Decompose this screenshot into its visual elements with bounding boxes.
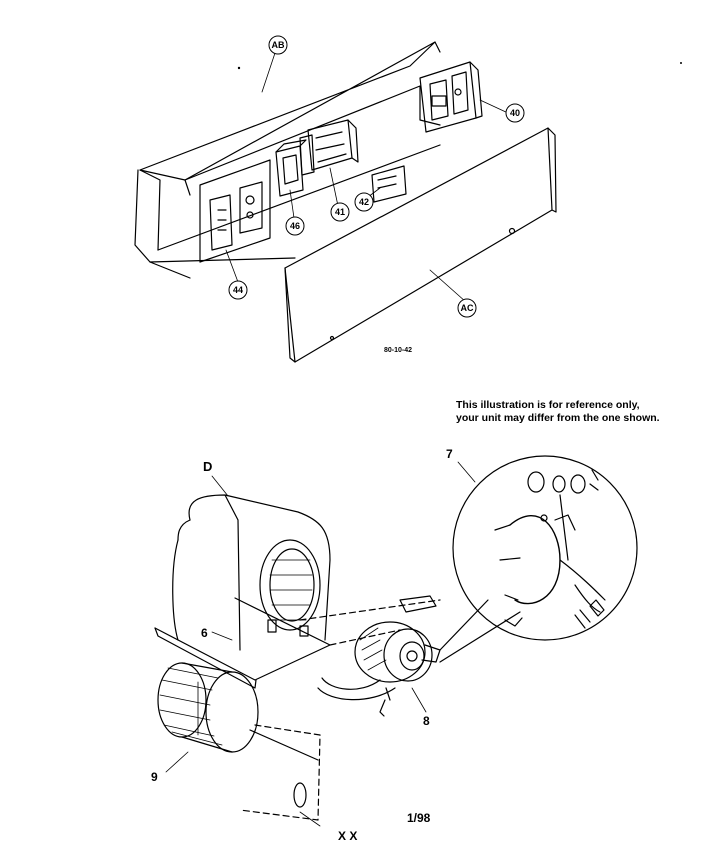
callout-41: 41 [335, 207, 345, 217]
leader-9 [165, 751, 189, 773]
leader-ac [429, 269, 467, 303]
label-8: 8 [423, 714, 430, 728]
blower-wheel [157, 662, 321, 821]
leader-40 [479, 99, 509, 114]
speck [680, 62, 682, 64]
leader-d [211, 475, 229, 497]
speck [237, 66, 241, 70]
date-code: 1/98 [407, 811, 431, 825]
callout-ac: AC [461, 303, 474, 313]
reference-note-line2: your unit may differ from the one shown. [456, 412, 660, 424]
leader-ab [261, 49, 277, 93]
blower-motor [317, 599, 521, 717]
drawing-code: 80-10-42 [384, 347, 412, 354]
callout-44: 44 [233, 285, 243, 295]
reference-note: This illustration is for reference only,… [456, 399, 716, 425]
label-6: 6 [201, 626, 208, 640]
leader-46 [289, 189, 295, 219]
label-d: D [203, 459, 212, 474]
label-7: 7 [446, 447, 453, 461]
callout-ab: AB [272, 40, 285, 50]
detail-bubble [452, 455, 638, 641]
control-box [134, 41, 557, 363]
leader-41 [329, 167, 339, 207]
leader-7 [457, 461, 476, 483]
leader-44 [225, 249, 239, 283]
callout-42: 42 [359, 197, 369, 207]
reference-note-line1: This illustration is for reference only, [456, 399, 640, 411]
leader-xx [299, 811, 321, 827]
leader-8 [411, 687, 427, 713]
callout-46: 46 [290, 221, 300, 231]
label-xx: X X [338, 829, 357, 843]
blower-housing [154, 494, 441, 689]
label-9: 9 [151, 770, 158, 784]
leader-6 [211, 631, 233, 641]
callout-40: 40 [510, 108, 520, 118]
